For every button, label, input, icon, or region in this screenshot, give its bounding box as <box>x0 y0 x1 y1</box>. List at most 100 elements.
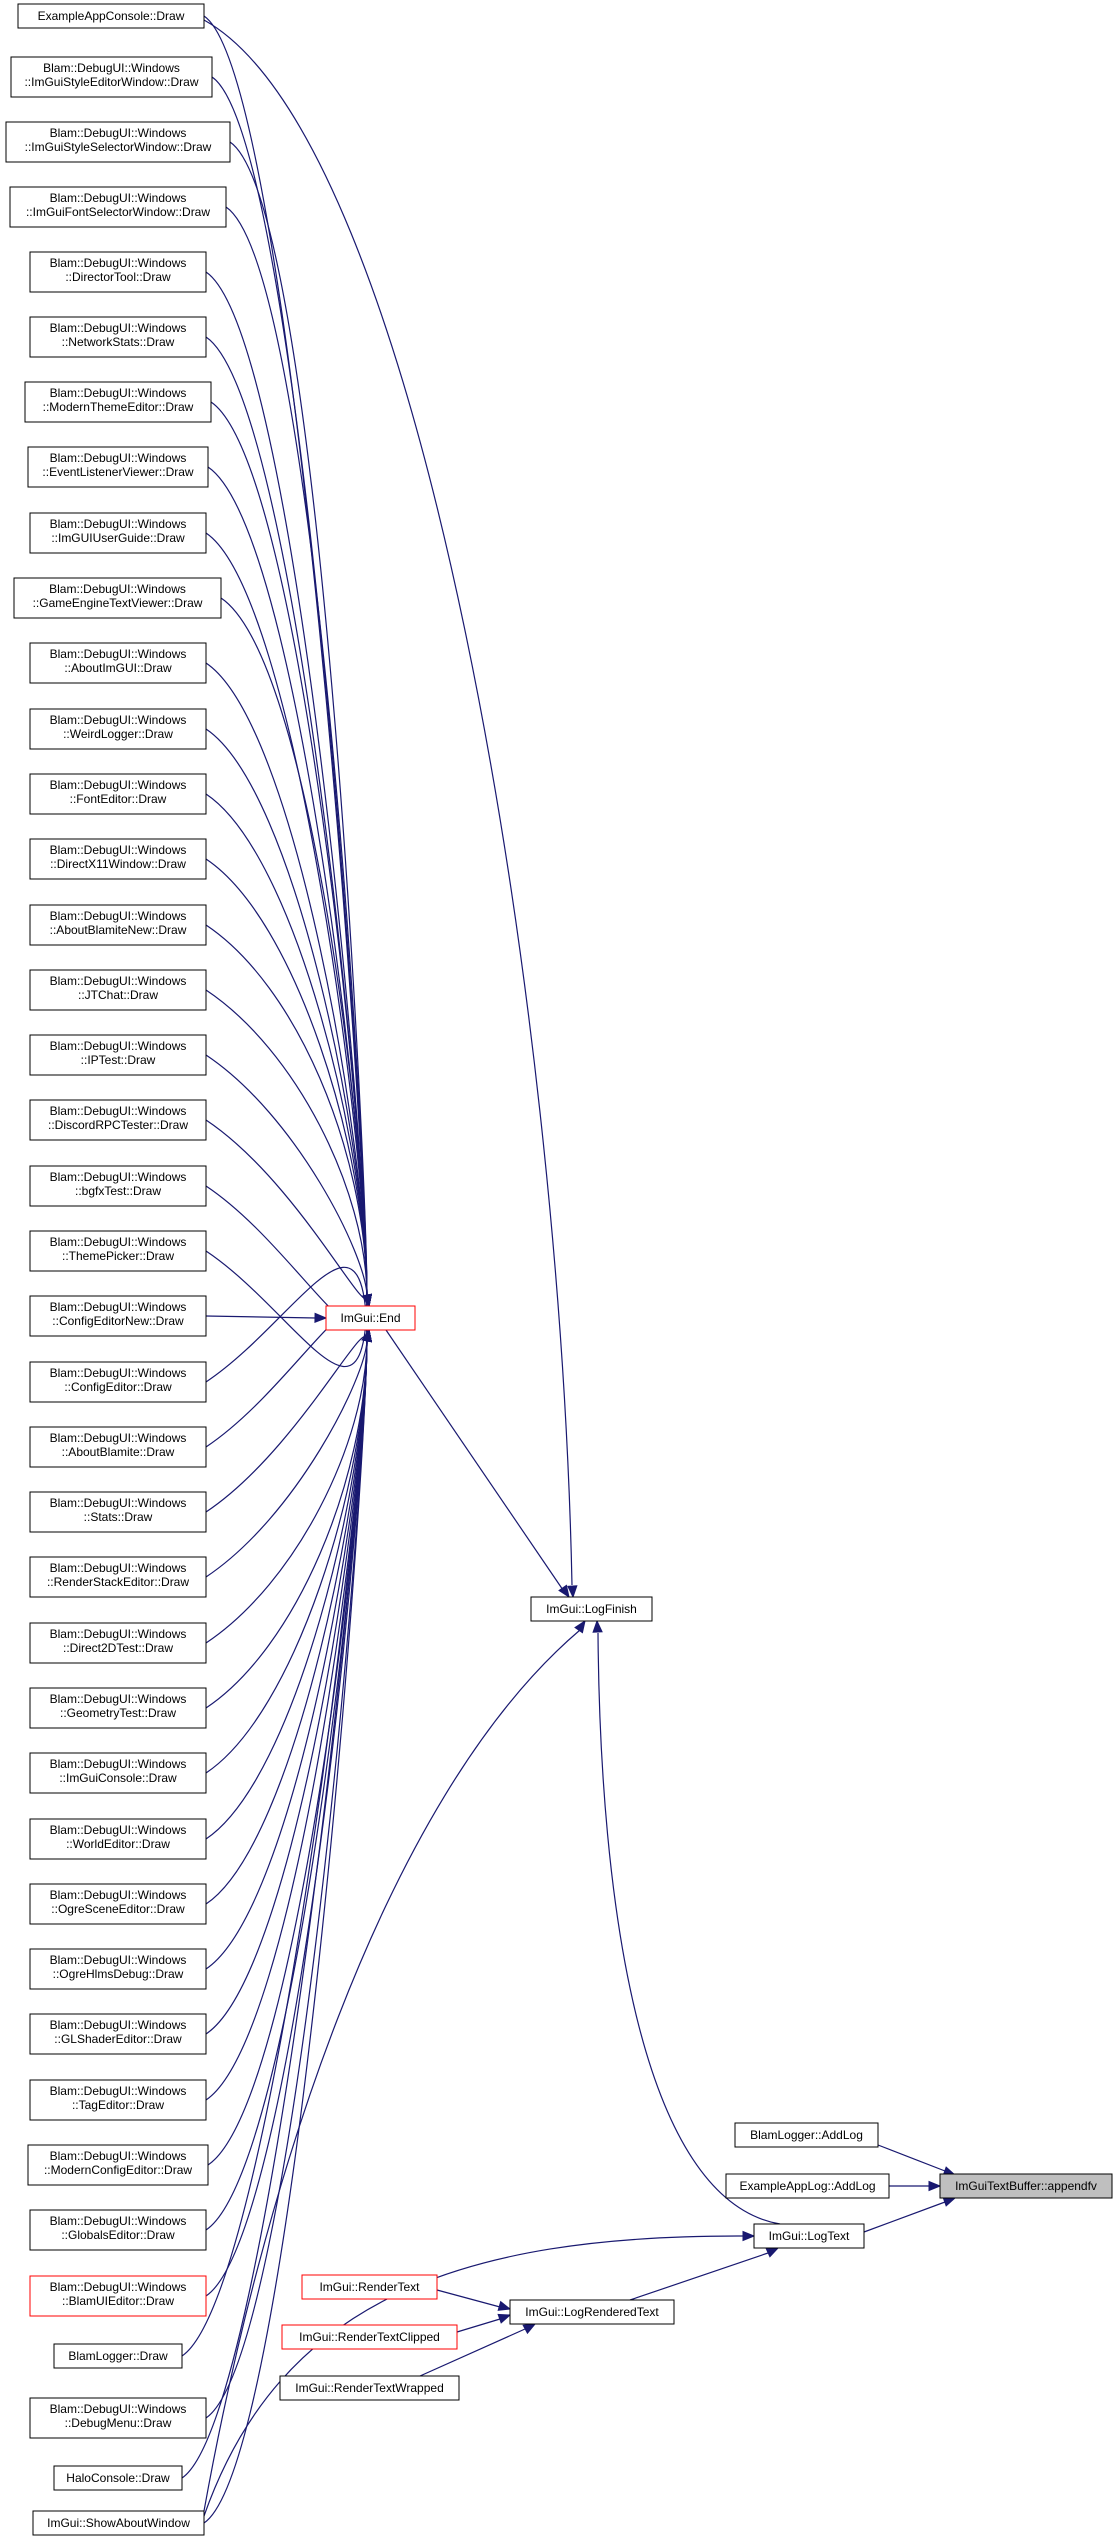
node-directortool[interactable]: Blam::DebugUI::Windows::DirectorTool::Dr… <box>29 251 207 293</box>
node-themepicker[interactable]: Blam::DebugUI::Windows::ThemePicker::Dra… <box>29 1230 207 1272</box>
node-box <box>29 2079 207 2121</box>
showabout-to-logfinish-arrowhead <box>574 1619 586 1634</box>
node-glshader[interactable]: Blam::DebugUI::Windows::GLShaderEditor::… <box>29 2013 207 2055</box>
node-box <box>29 773 207 815</box>
node-configeditornew[interactable]: Blam::DebugUI::Windows::ConfigEditorNew:… <box>29 1295 207 1337</box>
node-eventlistener[interactable]: Blam::DebugUI::Windows::EventListenerVie… <box>27 446 209 488</box>
node-blamloggeraddlog[interactable]: BlamLogger::AddLog <box>734 2122 879 2148</box>
node-haloconsole[interactable]: HaloConsole::Draw <box>53 2465 183 2491</box>
node-label-line: Blam::DebugUI::Windows <box>50 1888 187 1902</box>
node-rendertextwrapped[interactable]: ImGui::RenderTextWrapped <box>279 2375 460 2401</box>
node-ogrescene[interactable]: Blam::DebugUI::Windows::OgreSceneEditor:… <box>29 1883 207 1925</box>
node-userguide[interactable]: Blam::DebugUI::Windows::ImGUIUserGuide::… <box>29 512 207 554</box>
node-label-line: Blam::DebugUI::Windows <box>50 647 187 661</box>
node-label-line: ::WorldEditor::Draw <box>66 1837 170 1851</box>
configeditornew-to-end-edge <box>205 1315 317 1319</box>
node-label-line: Blam::DebugUI::Windows <box>50 1170 187 1184</box>
node-globalseditor[interactable]: Blam::DebugUI::Windows::GlobalsEditor::D… <box>29 2209 207 2251</box>
node-label-line: ::DirectorTool::Draw <box>65 270 171 284</box>
themepicker-to-end-edge <box>205 1250 368 1368</box>
modernconfig-to-end-edge <box>207 1339 368 2166</box>
node-box <box>29 904 207 946</box>
node-label-line: Blam::DebugUI::Windows <box>50 321 187 335</box>
node-geometrytest[interactable]: Blam::DebugUI::Windows::GeometryTest::Dr… <box>29 1687 207 1729</box>
node-label-line: Blam::DebugUI::Windows <box>50 1953 187 1967</box>
node-fonteditor[interactable]: Blam::DebugUI::Windows::FontEditor::Draw <box>29 773 207 815</box>
node-label-line: Blam::DebugUI::Windows <box>50 1431 187 1445</box>
call-graph-nodes: ExampleAppConsole::DrawBlam::DebugUI::Wi… <box>5 3 1113 2536</box>
node-gameenginetext[interactable]: Blam::DebugUI::Windows::GameEngineTextVi… <box>13 577 222 619</box>
node-box <box>29 2209 207 2251</box>
node-blamuieditor[interactable]: Blam::DebugUI::Windows::BlamUIEditor::Dr… <box>29 2275 207 2317</box>
node-appendfv[interactable]: ImGuiTextBuffer::appendfv <box>939 2173 1113 2199</box>
node-styleeditor[interactable]: Blam::DebugUI::Windows::ImGuiStyleEditor… <box>10 56 213 98</box>
node-label: HaloConsole::Draw <box>66 2471 170 2485</box>
node-exampleapplogaddlog[interactable]: ExampleAppLog::AddLog <box>725 2173 890 2199</box>
node-label-line: Blam::DebugUI::Windows <box>50 1561 187 1575</box>
node-label: ImGui::LogFinish <box>546 1602 637 1616</box>
node-discordrpc[interactable]: Blam::DebugUI::Windows::DiscordRPCTester… <box>29 1099 207 1141</box>
node-label-line: Blam::DebugUI::Windows <box>50 1366 187 1380</box>
iptest-to-end-edge <box>205 1054 368 1297</box>
node-rendertextclipped[interactable]: ImGui::RenderTextClipped <box>281 2324 458 2350</box>
node-box <box>53 2465 183 2491</box>
node-box <box>753 2223 865 2249</box>
node-renderstack[interactable]: Blam::DebugUI::Windows::RenderStackEdito… <box>29 1556 207 1598</box>
node-label-line: Blam::DebugUI::Windows <box>50 2280 187 2294</box>
node-worldeditor[interactable]: Blam::DebugUI::Windows::WorldEditor::Dra… <box>29 1818 207 1860</box>
node-label-line: ::BlamUIEditor::Draw <box>62 2294 174 2308</box>
node-weirdlogger[interactable]: Blam::DebugUI::Windows::WeirdLogger::Dra… <box>29 708 207 750</box>
node-box <box>29 2275 207 2317</box>
node-box <box>29 708 207 750</box>
node-logtext[interactable]: ImGui::LogText <box>753 2223 865 2249</box>
node-blamloggerdraw[interactable]: BlamLogger::Draw <box>53 2343 183 2369</box>
node-modernconfig[interactable]: Blam::DebugUI::Windows::ModernConfigEdit… <box>27 2144 209 2186</box>
node-label-line: ::GeometryTest::Draw <box>60 1706 176 1720</box>
node-logrenderedtext[interactable]: ImGui::LogRenderedText <box>509 2299 675 2325</box>
node-box <box>9 186 227 228</box>
showabout-to-logtext-arrowhead <box>742 2230 756 2242</box>
node-imguiend[interactable]: ImGui::End <box>325 1305 416 1331</box>
node-debugmenu[interactable]: Blam::DebugUI::Windows::DebugMenu::Draw <box>29 2397 207 2439</box>
node-box <box>29 1491 207 1533</box>
node-styleselector[interactable]: Blam::DebugUI::Windows::ImGuiStyleSelect… <box>5 121 231 163</box>
node-rendertext[interactable]: ImGui::RenderText <box>301 2274 438 2300</box>
userguide-to-end-edge <box>205 532 368 1297</box>
node-logfinish[interactable]: ImGui::LogFinish <box>530 1596 653 1622</box>
node-showabout[interactable]: ImGui::ShowAboutWindow <box>32 2510 205 2536</box>
node-directx11[interactable]: Blam::DebugUI::Windows::DirectX11Window:… <box>29 838 207 880</box>
node-stats[interactable]: Blam::DebugUI::Windows::Stats::Draw <box>29 1491 207 1533</box>
node-label-line: ::TagEditor::Draw <box>72 2098 164 2112</box>
node-direct2d[interactable]: Blam::DebugUI::Windows::Direct2DTest::Dr… <box>29 1622 207 1664</box>
node-tageditor[interactable]: Blam::DebugUI::Windows::TagEditor::Draw <box>29 2079 207 2121</box>
node-label-line: Blam::DebugUI::Windows <box>50 1823 187 1837</box>
node-label-line: Blam::DebugUI::Windows <box>50 1039 187 1053</box>
node-box <box>29 2397 207 2439</box>
node-moderntheme[interactable]: Blam::DebugUI::Windows::ModernThemeEdito… <box>24 381 212 423</box>
showabout-to-logfinish-edge <box>203 1629 581 2512</box>
node-configeditor[interactable]: Blam::DebugUI::Windows::ConfigEditor::Dr… <box>29 1361 207 1403</box>
node-bgfxtest[interactable]: Blam::DebugUI::Windows::bgfxTest::Draw <box>29 1165 207 1207</box>
node-aboutblamite[interactable]: Blam::DebugUI::Windows::AboutBlamite::Dr… <box>29 1426 207 1468</box>
node-fontselector[interactable]: Blam::DebugUI::Windows::ImGuiFontSelecto… <box>9 186 227 228</box>
node-networkstats[interactable]: Blam::DebugUI::Windows::NetworkStats::Dr… <box>29 316 207 358</box>
node-box <box>29 1948 207 1990</box>
node-label-line: ::GLShaderEditor::Draw <box>54 2032 182 2046</box>
node-box <box>29 1034 207 1076</box>
node-jtchat[interactable]: Blam::DebugUI::Windows::JTChat::Draw <box>29 969 207 1011</box>
node-label-line: ::NetworkStats::Draw <box>62 335 175 349</box>
node-label-line: ::FontEditor::Draw <box>70 792 167 806</box>
blamloggeraddlog-to-appendfv-edge <box>877 2144 946 2172</box>
node-aboutimgui[interactable]: Blam::DebugUI::Windows::AboutImGUI::Draw <box>29 642 207 684</box>
node-aboutblamitenew[interactable]: Blam::DebugUI::Windows::AboutBlamiteNew:… <box>29 904 207 946</box>
node-label-line: Blam::DebugUI::Windows <box>50 386 187 400</box>
configeditornew-to-end-arrowhead <box>314 1312 328 1324</box>
node-iptest[interactable]: Blam::DebugUI::Windows::IPTest::Draw <box>29 1034 207 1076</box>
node-label-line: ::GlobalsEditor::Draw <box>61 2228 175 2242</box>
node-imguiconsole[interactable]: Blam::DebugUI::Windows::ImGuiConsole::Dr… <box>29 1752 207 1794</box>
node-ogrehlms[interactable]: Blam::DebugUI::Windows::OgreHlmsDebug::D… <box>29 1948 207 1990</box>
node-appconsole[interactable]: ExampleAppConsole::Draw <box>17 3 205 29</box>
node-label-line: ::DiscordRPCTester::Draw <box>48 1118 188 1132</box>
end-to-logfinish-edge <box>385 1329 564 1591</box>
rendertextwrapped-to-logrenderedtext-edge <box>419 2328 526 2377</box>
